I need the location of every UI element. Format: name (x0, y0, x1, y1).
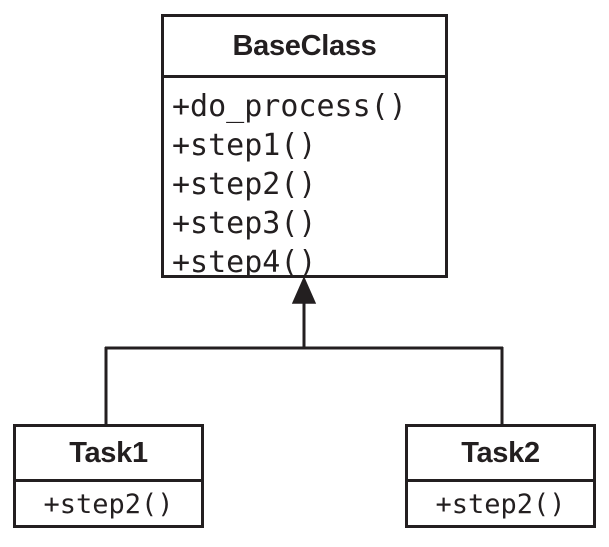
members-compartment-baseclass: +do_process() +step1() +step2() +step3()… (164, 75, 445, 275)
members-compartment-task1: +step2() (16, 479, 201, 528)
class-name-baseclass: BaseClass (232, 29, 377, 62)
inheritance-arrowhead-icon (291, 276, 317, 304)
members-compartment-task2: +step2() (408, 479, 593, 528)
class-box-task2[interactable]: Task2 +step2() (405, 424, 596, 528)
member-row: +do_process() (172, 89, 407, 124)
class-box-task1[interactable]: Task1 +step2() (13, 424, 204, 528)
member-row: +step2() (172, 167, 317, 202)
member-row: +step3() (172, 206, 317, 241)
class-name-task2: Task2 (461, 436, 540, 469)
member-row: +step4() (172, 245, 317, 275)
member-row: +step2() (435, 489, 566, 520)
member-row: +step1() (172, 128, 317, 163)
member-row: +step2() (43, 489, 174, 520)
class-box-baseclass[interactable]: BaseClass +do_process() +step1() +step2(… (161, 14, 448, 278)
class-name-task1: Task1 (69, 436, 148, 469)
